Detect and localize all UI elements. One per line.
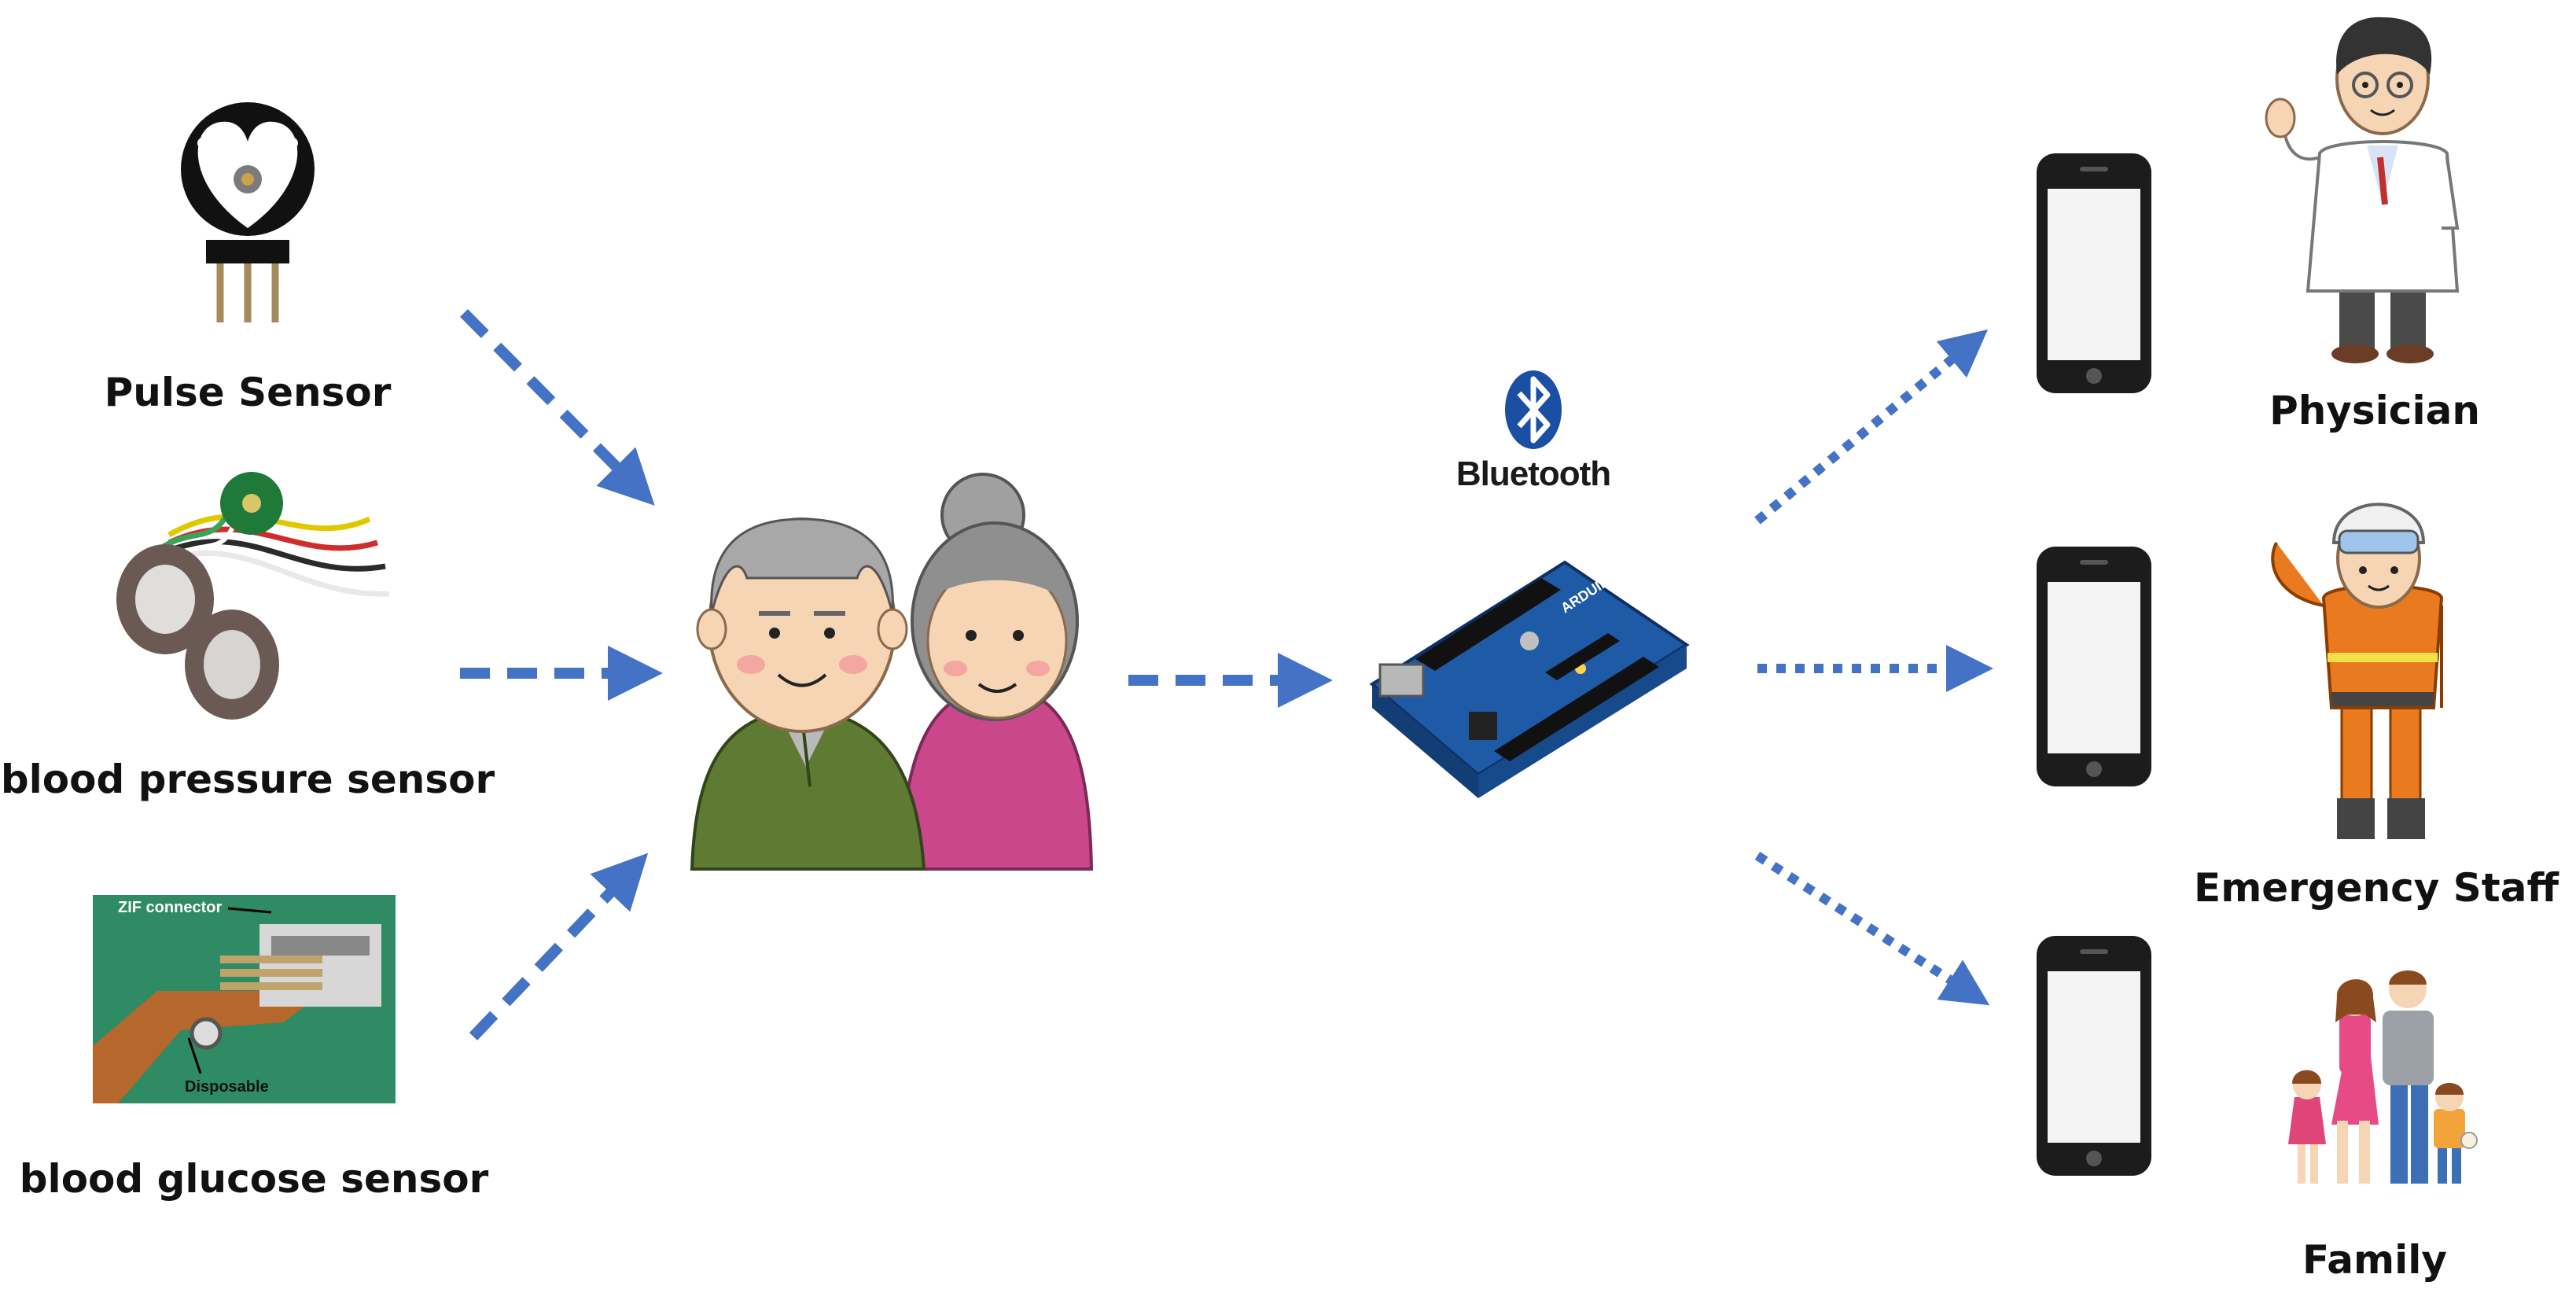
- arrow-to-family-phone: [1754, 851, 1990, 1006]
- arrow-pulse-to-elderly: [460, 309, 655, 506]
- blood-pressure-sensor-image: [116, 472, 390, 720]
- arrow-to-physician-phone: [1754, 329, 1989, 525]
- disposable-text: Disposable: [185, 1078, 269, 1096]
- emergency-staff-label: Emergency Staff: [2194, 865, 2559, 911]
- family-label: Family: [2302, 1237, 2447, 1283]
- zif-connector-text: ZIF connector: [118, 899, 222, 916]
- emergency-staff-illustration: [2271, 503, 2444, 839]
- family-illustration: [2288, 970, 2478, 1184]
- blood-glucose-sensor-label: blood glucose sensor: [19, 1156, 489, 1202]
- pulse-sensor-image: [181, 102, 315, 322]
- pulse-sensor-label: Pulse Sensor: [104, 370, 392, 415]
- receiver-arrows: [1754, 329, 1993, 1006]
- sensor-arrows: [460, 309, 663, 1040]
- bluetooth-label: Bluetooth: [1455, 455, 1611, 493]
- smartphone-icon: [2037, 153, 2151, 393]
- physician-illustration: [2265, 17, 2460, 363]
- arduino-board-image: ARDUINO UNO: [1369, 547, 1690, 798]
- smartphone-icon: [2037, 547, 2151, 786]
- arrow-glucose-to-elderly: [469, 853, 649, 1040]
- elderly-couple-illustration: [690, 473, 1094, 871]
- smartphone-icon: [2037, 936, 2151, 1176]
- physician-label: Physician: [2269, 388, 2480, 433]
- bluetooth-icon: [1505, 370, 1562, 449]
- blood-pressure-sensor-label: blood pressure sensor: [0, 757, 495, 802]
- blood-glucose-sensor-image: ZIF connector Disposable: [93, 895, 396, 1103]
